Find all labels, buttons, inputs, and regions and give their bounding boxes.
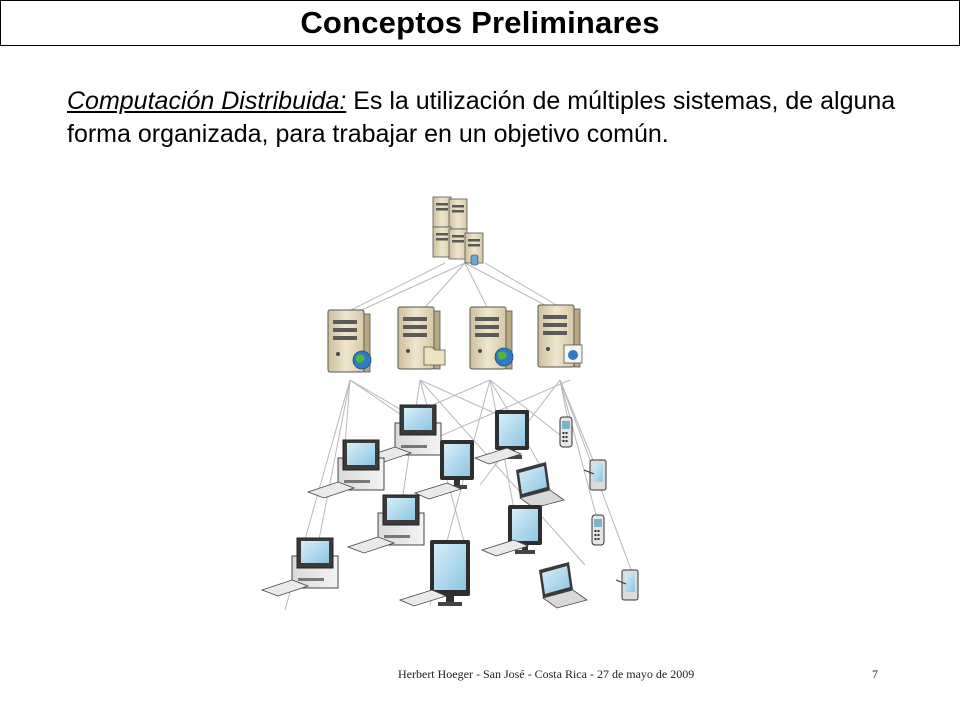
pda-2 <box>615 569 639 601</box>
server-1 <box>327 309 372 373</box>
globe-icon <box>494 347 514 367</box>
desktop-2 <box>307 439 385 499</box>
phone-2 <box>591 514 605 546</box>
definition-term: Computación Distribuida: <box>67 87 347 115</box>
footer-credit: Herbert Hoeger - San José - Costa Rica -… <box>398 667 695 681</box>
page-number: 7 <box>872 667 878 681</box>
database-icon <box>470 254 479 266</box>
pda-1 <box>583 459 607 491</box>
server-3 <box>469 306 514 370</box>
desktop-3 <box>347 494 425 554</box>
desktop-4 <box>261 537 339 597</box>
definition-text: Es la utilización de múltiples sistemas,… <box>67 87 896 148</box>
slide-title: Conceptos Preliminares <box>300 5 660 40</box>
distributed-network-diagram <box>261 196 639 611</box>
folder-icon <box>423 346 446 366</box>
server-cluster <box>432 196 484 266</box>
title-bar: Conceptos Preliminares <box>0 0 960 46</box>
definition-paragraph: Computación Distribuida: Es la utilizaci… <box>67 85 917 151</box>
globe-icon <box>352 350 372 370</box>
monitor-4 <box>430 540 470 606</box>
server-2 <box>397 306 446 370</box>
web-page-icon <box>563 344 583 364</box>
server-4 <box>537 304 583 368</box>
laptop-1 <box>515 461 565 509</box>
laptop-2 <box>538 561 588 609</box>
monitor-2 <box>440 440 474 489</box>
phone-1 <box>559 416 573 448</box>
